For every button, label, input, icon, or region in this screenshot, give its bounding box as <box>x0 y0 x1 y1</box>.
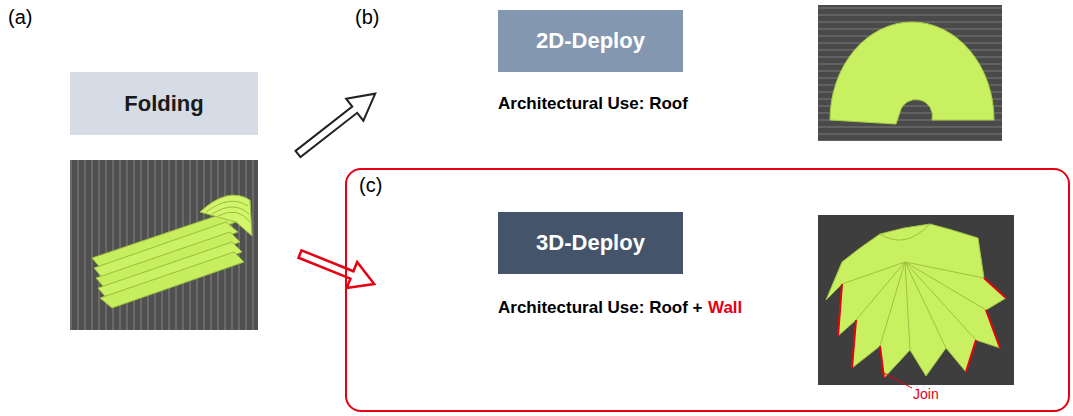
process-box: 3D-Deploy <box>498 212 683 274</box>
use-note: Architectural Use: Roof + <box>498 298 703 318</box>
flat-deploy-photo <box>818 5 1002 141</box>
use-highlight: Wall <box>708 298 742 318</box>
arrow-2d <box>289 83 383 165</box>
folding-photo <box>70 160 258 330</box>
box-title: Folding <box>124 91 203 117</box>
arrow-3d <box>295 241 380 297</box>
highlight-frame: (c) 3D-Deploy <box>345 168 1070 412</box>
process-box: 2D-Deploy <box>498 10 683 72</box>
panel-letter: (b) <box>355 6 379 29</box>
3d-deploy-photo <box>818 215 1014 388</box>
process-box: Folding <box>70 72 258 135</box>
join-leader <box>882 372 912 388</box>
panel-letter: (c) <box>359 174 382 197</box>
box-title: 2D-Deploy <box>536 28 645 54</box>
join-label: Join <box>913 386 939 402</box>
box-title: 3D-Deploy <box>536 230 645 256</box>
panel-letter: (a) <box>8 6 32 29</box>
use-note: Architectural Use: Roof <box>498 94 688 114</box>
